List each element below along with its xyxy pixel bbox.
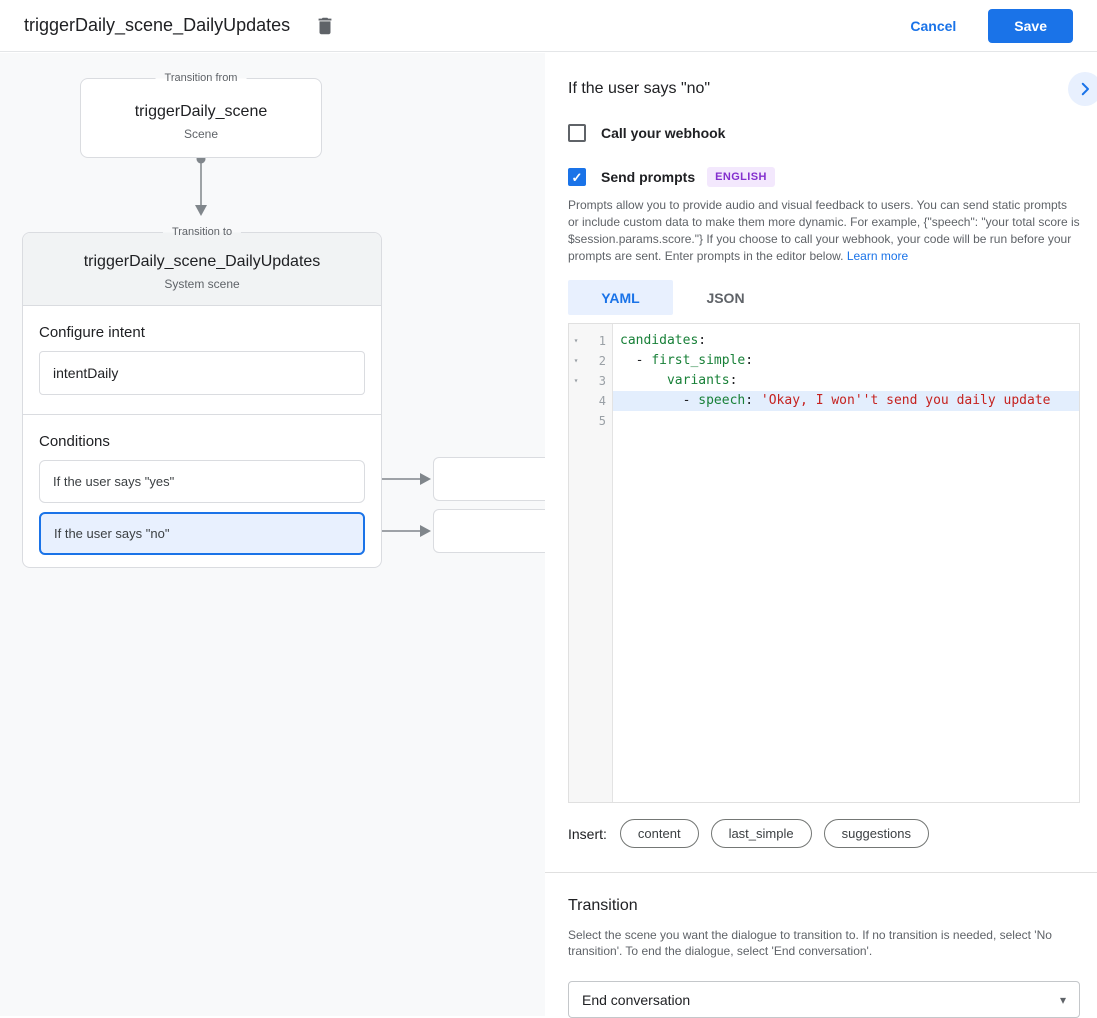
fold-arrow-icon[interactable]: ▾ (573, 336, 579, 345)
condition-label: If the user says "no" (54, 526, 170, 541)
editor-code-area[interactable]: candidates: - first_simple: variants: - … (613, 324, 1079, 802)
panel-title: If the user says "no" (568, 80, 711, 97)
chevron-right-icon (1076, 80, 1094, 98)
transition-target-box[interactable] (433, 509, 545, 553)
transition-description: Select the scene you want the dialogue t… (568, 928, 1052, 958)
call-webhook-label: Call your webhook (601, 125, 726, 141)
condition-item-no[interactable]: If the user says "no" (39, 512, 365, 555)
from-scene-type: Scene (183, 127, 219, 141)
delete-button[interactable] (312, 13, 338, 39)
insert-label: Insert: (568, 825, 607, 842)
transition-select[interactable]: End conversation ▾ (568, 981, 1080, 1018)
transition-heading: Transition (568, 897, 638, 914)
tab-json[interactable]: JSON (673, 280, 778, 315)
transition-select-value: End conversation (582, 991, 691, 1008)
condition-item-yes[interactable]: If the user says "yes" (39, 460, 365, 503)
conditions-heading: Conditions (39, 433, 110, 450)
learn-more-link[interactable]: Learn more (846, 249, 909, 263)
send-prompts-label: Send prompts (601, 169, 696, 185)
top-bar: triggerDaily_scene_DailyUpdates Cancel S… (0, 0, 1097, 52)
tab-yaml[interactable]: YAML (568, 280, 673, 315)
transition-to-legend: Transition to (162, 226, 242, 238)
trash-icon (314, 15, 336, 37)
editor-gutter: ▾ 1 ▾ 2 ▾ 3 4 5 (569, 324, 613, 802)
call-webhook-checkbox[interactable] (568, 124, 586, 142)
line-number: 2 (598, 354, 606, 368)
to-scene-type: System scene (164, 277, 240, 291)
insert-last-simple-button[interactable]: last_simple (710, 819, 812, 848)
scene-diagram-canvas: Transition from triggerDaily_scene Scene… (0, 53, 545, 1016)
insert-content-button[interactable]: content (619, 819, 699, 848)
insert-toolbar: Insert: content last_simple suggestions (568, 819, 1080, 848)
transition-from-legend: Transition from (155, 72, 247, 84)
transition-target-box[interactable] (433, 457, 545, 501)
code-line: - first_simple: (620, 353, 754, 368)
language-badge: ENGLISH (707, 167, 775, 187)
dropdown-caret-icon: ▾ (1059, 992, 1066, 1007)
fold-arrow-icon[interactable]: ▾ (573, 356, 579, 365)
prompt-code-editor[interactable]: ▾ 1 ▾ 2 ▾ 3 4 5 candidates: - first_simple:… (568, 323, 1080, 803)
line-number: 3 (598, 374, 606, 388)
line-number: 5 (598, 414, 606, 428)
page-title: triggerDaily_scene_DailyUpdates (24, 15, 291, 35)
transition-to-card: Transition to triggerDaily_scene_DailyUp… (22, 226, 382, 568)
send-prompts-checkbox[interactable]: ✓ (568, 168, 586, 186)
save-button[interactable]: Save (988, 8, 1073, 43)
to-scene-name: triggerDaily_scene_DailyUpdates (83, 253, 321, 270)
to-scene-header: triggerDaily_scene_DailyUpdates System s… (23, 233, 381, 306)
condition-label: If the user says "yes" (53, 474, 175, 489)
cancel-button[interactable]: Cancel (904, 17, 962, 35)
condition-editor-panel: If the user says "no" Call your webhook … (545, 53, 1097, 1018)
code-line (613, 411, 1079, 431)
code-line-active: - speech: 'Okay, I won''t send you daily… (613, 391, 1079, 411)
intent-item[interactable]: intentDaily (39, 351, 365, 395)
editor-format-tabs: YAML JSON (568, 280, 1080, 315)
card-divider (23, 414, 381, 415)
code-line: variants: (666, 373, 738, 388)
checkmark-icon: ✓ (571, 169, 583, 185)
insert-suggestions-button[interactable]: suggestions (823, 819, 929, 848)
prompts-description: Prompts allow you to provide audio and v… (568, 198, 1080, 263)
transition-from-card[interactable]: Transition from triggerDaily_scene Scene (80, 72, 322, 158)
intent-name: intentDaily (53, 365, 119, 381)
section-divider (545, 872, 1097, 873)
configure-intent-heading: Configure intent (39, 324, 145, 341)
line-number: 4 (598, 394, 606, 408)
line-number: 1 (598, 334, 606, 348)
code-line: candidates: (620, 333, 707, 348)
collapse-panel-button[interactable] (1068, 72, 1097, 106)
fold-arrow-icon[interactable]: ▾ (573, 376, 579, 385)
from-scene-name: triggerDaily_scene (134, 103, 268, 120)
